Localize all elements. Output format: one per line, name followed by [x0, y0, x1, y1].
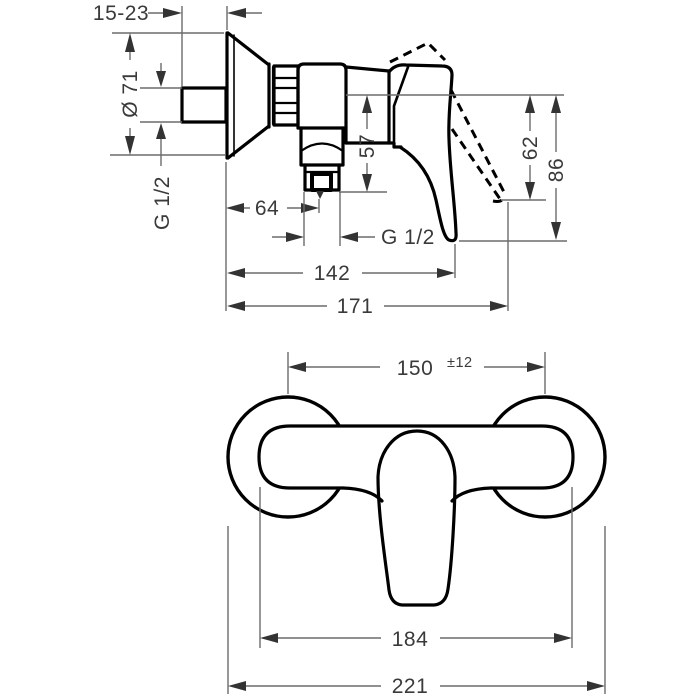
mixer-body	[296, 62, 348, 167]
escutcheon	[225, 31, 275, 160]
dim-wall-depth-label: 15-23	[93, 2, 149, 25]
handle-raised-dashed	[389, 41, 507, 203]
inlet-stub	[180, 86, 228, 124]
dim-escutcheon-diameter-label: Ø 71	[119, 70, 142, 118]
dim-spout-offset: 64	[225, 162, 320, 311]
side-view: 15-23 Ø 71 G 1/2 57	[93, 2, 568, 318]
handle-side	[387, 63, 458, 243]
outlet-nozzle	[310, 172, 333, 192]
dim-body-width: 184	[259, 487, 573, 651]
valve-housing	[344, 65, 410, 149]
dim-projection-total-label: 171	[337, 295, 374, 318]
dim-overall-width-label: 221	[392, 675, 429, 698]
dim-handle-drop-label: 86	[545, 158, 568, 182]
dim-outlet-thread: G 1/2	[272, 192, 435, 249]
dim-spout-drop: 57	[339, 95, 387, 193]
dim-inlet-thread-label: G 1/2	[151, 176, 174, 230]
dim-outlet-thread-label: G 1/2	[381, 226, 435, 249]
dim-projection-body-label: 142	[314, 262, 351, 285]
dim-inlet-thread: G 1/2	[151, 63, 174, 230]
dim-escutcheon-diameter: Ø 71	[110, 32, 225, 156]
dim-handle-raised-drop: 62	[501, 95, 546, 201]
dim-projection-body: 142	[227, 244, 456, 285]
outlet-spout	[303, 163, 341, 199]
dim-handle-raised-drop-label: 62	[519, 136, 542, 160]
dim-handle-drop: 86	[459, 95, 568, 242]
dim-overall-width: 221	[227, 526, 606, 698]
union-nut	[272, 64, 300, 127]
dim-wall-depth: 15-23	[93, 2, 262, 86]
dim-body-width-label: 184	[392, 628, 429, 651]
dim-spout-offset-label: 64	[255, 197, 279, 220]
dim-connection-centres: 150 ±12	[287, 352, 546, 394]
dim-projection-total: 171	[227, 202, 509, 318]
dim-spout-drop-label: 57	[356, 134, 379, 158]
bar-handle-fillet-right	[450, 486, 493, 503]
outlet-tip	[316, 191, 324, 199]
bar-handle-fillet-left	[341, 486, 384, 503]
inlet-stub-extension-lines	[140, 87, 182, 123]
dim-connection-centres-label: 150	[397, 357, 434, 380]
handle-front	[376, 429, 457, 607]
dim-connection-tolerance-label: ±12	[447, 355, 473, 371]
front-view: 150 ±12 184 221	[226, 352, 607, 698]
